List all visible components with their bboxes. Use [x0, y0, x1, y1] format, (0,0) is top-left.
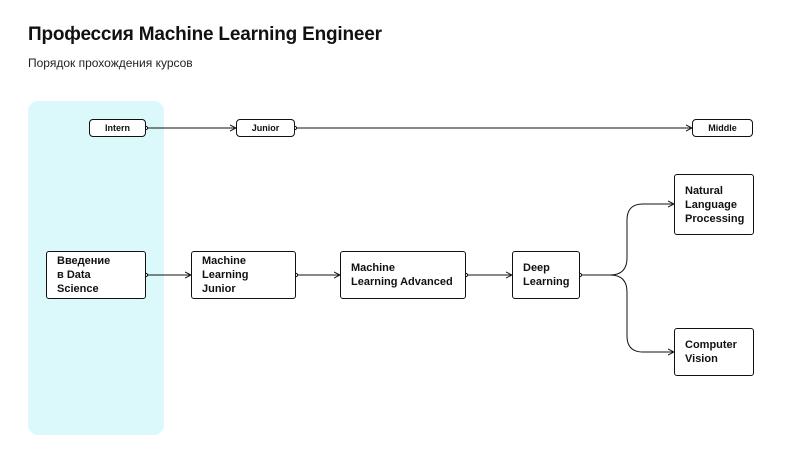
course-intro-data-science: Введение в Data Science — [46, 251, 146, 299]
edge-deeplearning-nlp — [580, 204, 674, 276]
course-intro-label: Введение в Data Science — [57, 255, 111, 295]
course-ml-junior: Machine Learning Junior — [191, 251, 296, 299]
course-nlp: Natural Language Processing — [674, 174, 754, 235]
level-intern: Intern — [89, 119, 146, 137]
page-title: Профессия Machine Learning Engineer — [28, 24, 382, 45]
edge-deeplearning-cv — [609, 274, 674, 352]
course-deep-learning-label: Deep Learning — [523, 262, 570, 288]
course-ml-advanced: Machine Learning Advanced — [340, 251, 466, 299]
level-middle: Middle — [692, 119, 753, 137]
course-ml-advanced-label: Machine Learning Advanced — [351, 262, 453, 288]
course-computer-vision: Computer Vision — [674, 328, 754, 376]
level-junior: Junior — [236, 119, 295, 137]
course-cv-label: Computer Vision — [685, 339, 737, 365]
page-subtitle: Порядок прохождения курсов — [28, 56, 193, 70]
course-nlp-label: Natural Language Processing — [685, 184, 745, 225]
course-ml-junior-label: Machine Learning Junior — [202, 255, 249, 295]
course-deep-learning: Deep Learning — [512, 251, 580, 299]
